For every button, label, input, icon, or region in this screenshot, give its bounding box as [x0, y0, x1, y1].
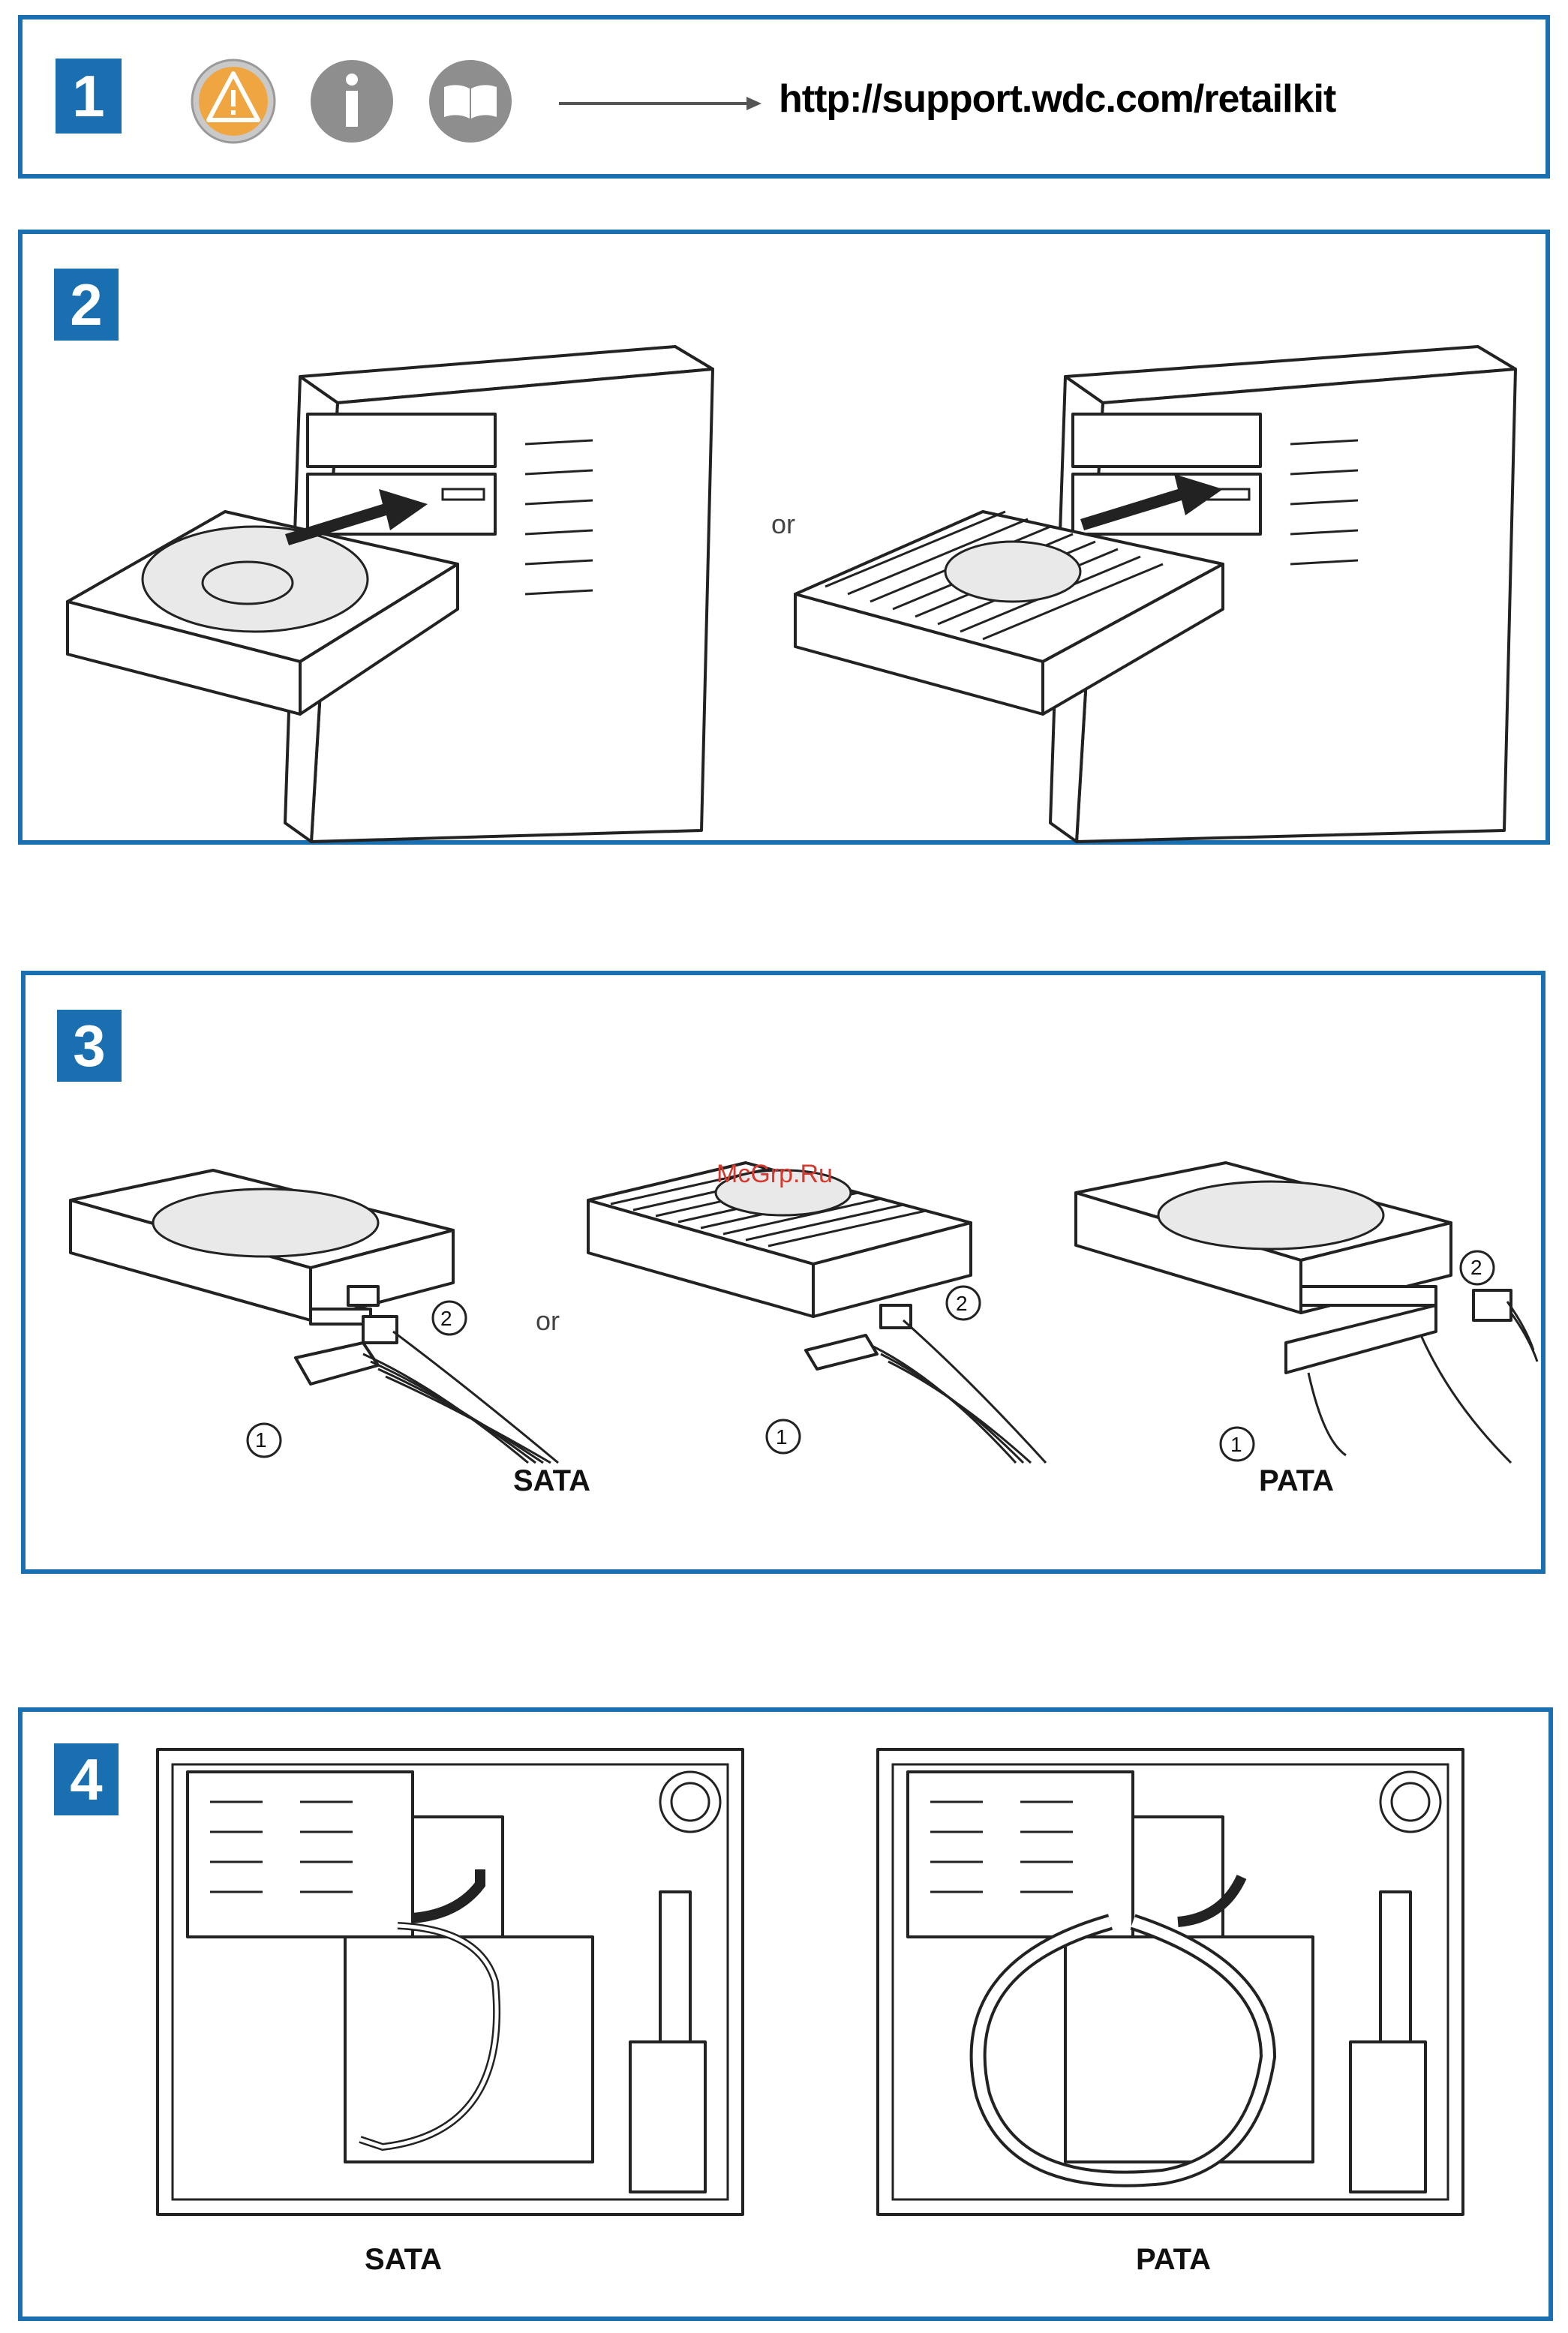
pc-tower-with-heatsink-drive-illustration: [795, 264, 1538, 834]
arrow-right-icon: [559, 95, 761, 113]
pc-tower-with-drive-illustration: [60, 264, 773, 834]
sata-drive-illustration: [63, 1163, 573, 1478]
pata-label: PATA: [1136, 2243, 1211, 2277]
callout-1-label: 1: [255, 1428, 267, 1452]
panel-step-4: 4: [18, 1707, 1553, 2321]
pata-drive-illustration: [1061, 1155, 1541, 1478]
sata-heatsink-drive-illustration: [581, 1155, 1076, 1478]
info-icon: [308, 57, 396, 146]
step-number: 4: [54, 1743, 119, 1815]
panel-step-3: 3 1 2 or: [21, 971, 1545, 1574]
open-case-sata-illustration: [143, 1742, 780, 2222]
or-label: or: [536, 1305, 560, 1337]
step-number: 1: [56, 59, 122, 134]
callout-1-label: 1: [776, 1425, 788, 1449]
sata-label: SATA: [365, 2243, 442, 2277]
pata-label: PATA: [1259, 1464, 1334, 1498]
watermark-text: McGrp.Ru: [716, 1160, 833, 1189]
step-number: 3: [57, 1010, 122, 1082]
open-case-pata-illustration: [863, 1742, 1500, 2222]
callout-2-label: 2: [1470, 1256, 1482, 1280]
callout-2-label: 2: [956, 1292, 968, 1316]
panel-step-1: 1 http://support.wdc.com/retailkit: [18, 15, 1550, 179]
or-label: or: [771, 509, 795, 540]
sata-label: SATA: [513, 1464, 590, 1498]
callout-2-label: 2: [440, 1307, 452, 1331]
panel-step-2: 2 or: [18, 230, 1550, 845]
callout-1-label: 1: [1230, 1433, 1242, 1457]
support-url-link[interactable]: http://support.wdc.com/retailkit: [779, 77, 1335, 122]
warning-icon: [189, 57, 278, 146]
book-icon: [426, 57, 515, 146]
